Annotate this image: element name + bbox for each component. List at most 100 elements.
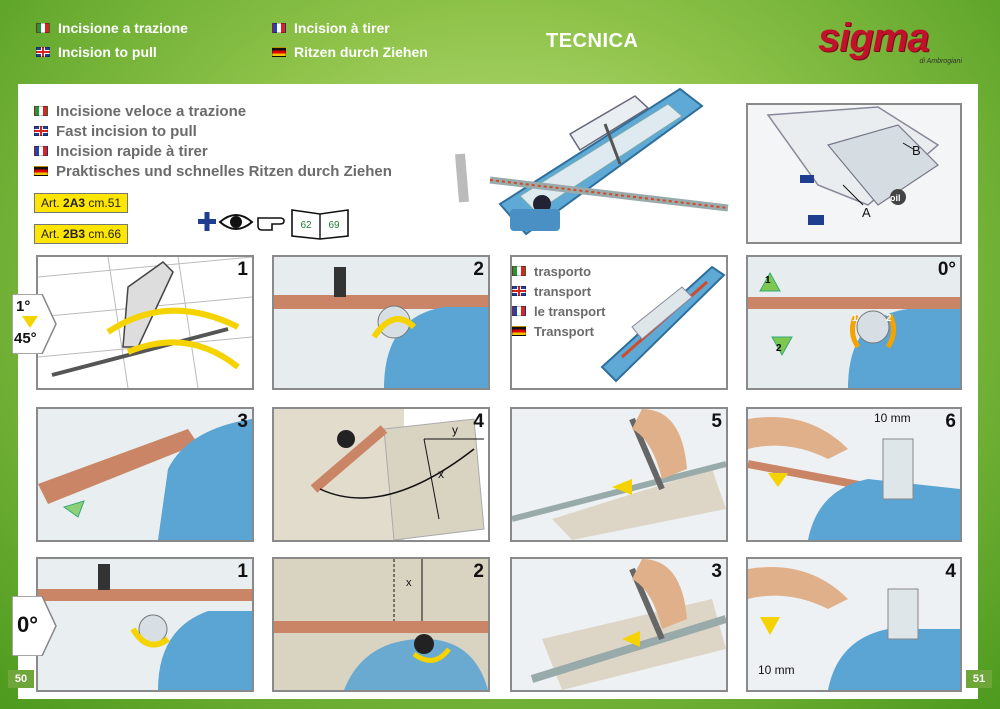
intro-text: Incisione veloce a trazione [56,102,247,120]
zero-knob-photo [38,559,252,690]
header-text: Incision à tirer [294,20,390,36]
step-1-label: 1 [765,275,771,286]
eye-icon [218,214,254,230]
book-page-right: 69 [328,220,340,231]
article-prefix: Art. [41,196,64,210]
article-code: 2A3 [63,196,86,210]
article-badge-2a3: Art. 2A3 cm.51 [34,193,129,213]
transport-cutter-illustration [600,265,726,383]
book-page-left: 62 [300,220,312,231]
step-number: 4 [473,411,484,432]
france-flag-icon [272,23,286,33]
transport-item-fr: le transport [512,301,606,321]
intro-item-de: Praktisches und schnelles Ritzen durch Z… [34,161,392,181]
press-break-photo [748,409,960,540]
sigma-logo: sigma di Ambrogiani [818,18,970,70]
article-size: cm.51 [85,196,122,210]
uk-flag-icon [34,126,48,136]
intro-list: Incisione veloce a trazione Fast incisio… [34,101,392,181]
transport-item-de: Transport [512,321,606,341]
step-number: 6 [945,411,956,432]
uk-flag-icon [512,286,526,296]
page-number-right: 51 [966,670,992,688]
rotation-1-label: 1 [852,313,858,324]
france-flag-icon [512,306,526,316]
angle-zero: 0° [17,612,39,637]
step-panel-row3-3: 3 [510,557,728,692]
pointing-hand-icon [257,217,285,231]
instruction-icons: 62 69 [198,209,349,240]
step-number: 0° [937,259,956,280]
step-number: 1 [237,259,248,280]
germany-flag-icon [512,326,526,336]
scoring-wheel-diagram [766,106,940,225]
header-item-uk: Incision to pull [36,44,157,60]
page-number-left: 50 [8,670,34,688]
step-2-label: 2 [776,343,782,354]
transport-list: trasporto transport le transport Transpo… [512,261,606,341]
step-number: 3 [711,561,722,582]
grid-diagram [38,257,252,388]
plus-icon [198,212,216,231]
header-item-it: Incisione a trazione [36,20,188,36]
oil-label: oil [890,193,901,203]
header-item-de: Ritzen durch Ziehen [272,44,428,60]
step-panel-row3-2: 2 x [272,557,490,692]
step-number: 3 [237,411,248,432]
step-panel-row1-4: 0° 1 2 1 2 [746,255,962,390]
step-panel-row2-4: 6 10 mm [746,407,962,542]
germany-flag-icon [272,47,286,57]
arrow-down-icon [22,316,38,328]
header-text: Incisione a trazione [58,20,188,36]
gauge-x-photo [274,559,488,690]
intro-item-it: Incisione veloce a trazione [34,101,392,121]
measure-10mm-top: 10 mm [874,411,911,425]
step-panel-row2-1: 3 [36,407,254,542]
germany-flag-icon [34,166,48,176]
handle-score-photo [512,559,726,690]
intro-text: Incision rapide à tirer [56,142,208,160]
page-title: TECNICA [546,30,639,52]
intro-text: Praktisches und schnelles Ritzen durch Z… [56,162,392,180]
angle-knob-photo [274,257,488,388]
step-panel-row3-1: 1 [36,557,254,692]
measure-xy-photo [274,409,485,540]
article-size: cm.66 [85,227,122,241]
italy-flag-icon [512,266,526,276]
break-tile-photo [748,559,960,690]
intro-text: Fast incision to pull [56,122,197,140]
header-text: Incision to pull [58,44,157,60]
score-tile-photo [512,409,726,540]
logo-subtitle: di Ambrogiani [919,58,962,65]
step-panel-row1-2: 2 [272,255,490,390]
step-number: 2 [473,259,484,280]
article-code: 2B3 [63,227,86,241]
step-panel-row3-4: 4 10 mm [746,557,962,692]
transport-text: trasporto [534,263,592,279]
italy-flag-icon [34,106,48,116]
measure-y-label: y [452,423,458,437]
transport-item-uk: transport [512,281,606,301]
book-icon [291,209,349,240]
measure-x-label: x [438,467,444,481]
angle-range-badge [12,294,57,354]
rotation-2-label: 2 [886,313,892,324]
article-badge-2b3: Art. 2B3 cm.66 [34,224,129,244]
italy-flag-icon [36,23,50,33]
transport-item-it: trasporto [512,261,606,281]
angle-max: 45° [14,330,37,347]
tile-cutter-illustration [455,87,729,236]
angle-min: 1° [16,298,31,315]
step-panel-row2-3: 5 [510,407,728,542]
transport-text: Transport [534,323,594,339]
measure-10mm-bottom: 10 mm [758,663,795,677]
step-number: 2 [473,561,484,582]
france-flag-icon [34,146,48,156]
step-panel-row1-1: 1 [36,255,254,390]
measure-x-small: x [406,577,412,589]
detail-panel-ab: B A oil [746,103,962,244]
label-b: B [912,143,921,158]
intro-item-uk: Fast incision to pull [34,121,392,141]
step-number: 4 [945,561,956,582]
logo-word: sigma [818,16,930,60]
